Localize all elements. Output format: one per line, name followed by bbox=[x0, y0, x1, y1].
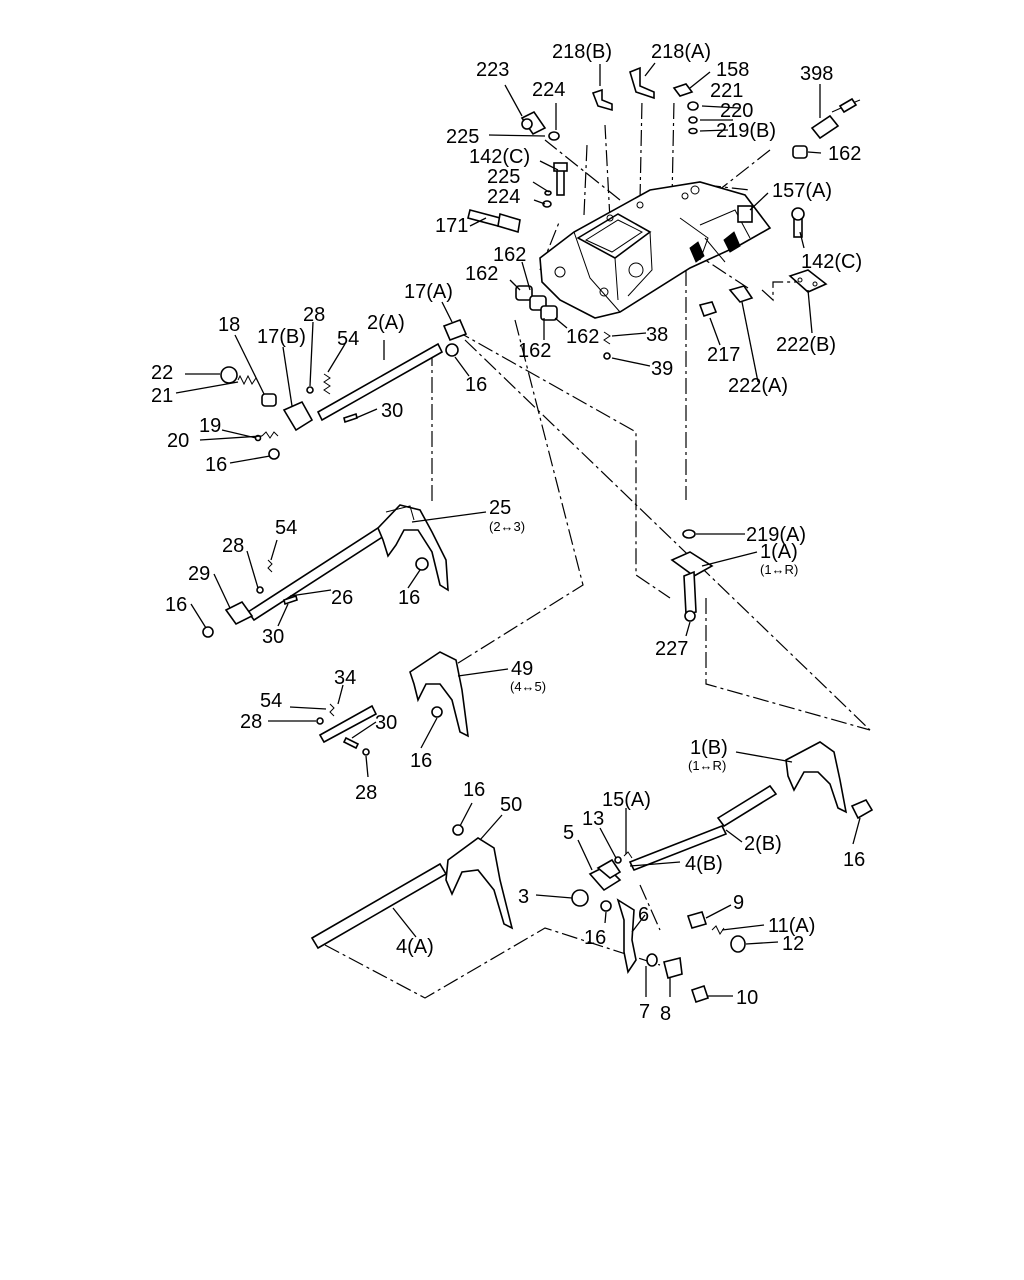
callout-38: 38 bbox=[646, 324, 668, 346]
shift-rail-4b bbox=[628, 824, 728, 872]
interlock-group bbox=[571, 851, 746, 1004]
callout-19: 19 bbox=[199, 415, 221, 437]
callout-6: 6 bbox=[638, 904, 649, 926]
callout-1b-sub: (1↔R) bbox=[688, 758, 726, 773]
shift-rail-2a-group bbox=[220, 318, 468, 460]
callout-34: 34 bbox=[334, 667, 356, 689]
callout-162-b: 162 bbox=[465, 263, 498, 285]
callout-25-sub: (2↔3) bbox=[489, 519, 525, 534]
callout-22: 22 bbox=[151, 362, 173, 384]
shift-fork-50-group bbox=[310, 824, 514, 950]
callout-220: 220 bbox=[720, 100, 753, 122]
callout-7: 7 bbox=[639, 1001, 650, 1023]
callout-13: 13 bbox=[582, 808, 604, 830]
callout-16-fork1b: 16 bbox=[843, 849, 865, 871]
callout-221: 221 bbox=[710, 80, 743, 102]
callout-1a: 1(A) bbox=[760, 541, 798, 563]
shift-fork-49-group bbox=[316, 651, 469, 756]
callout-4b: 4(B) bbox=[685, 853, 723, 875]
callout-225-top: 225 bbox=[446, 126, 479, 148]
callout-142c-right: 142(C) bbox=[801, 251, 862, 273]
callout-162-top: 162 bbox=[828, 143, 861, 165]
callout-20: 20 bbox=[167, 430, 189, 452]
callout-162-c: 162 bbox=[518, 340, 551, 362]
callout-17a: 17(A) bbox=[404, 281, 453, 303]
callout-16-left: 16 bbox=[205, 454, 227, 476]
callout-16-fork25: 16 bbox=[398, 587, 420, 609]
callout-217: 217 bbox=[707, 344, 740, 366]
callout-224-mid: 224 bbox=[487, 186, 520, 208]
callout-16-fork49: 16 bbox=[410, 750, 432, 772]
callout-29: 29 bbox=[188, 563, 210, 585]
callout-16-top: 16 bbox=[465, 374, 487, 396]
callout-218a: 218(A) bbox=[651, 41, 711, 63]
callout-9: 9 bbox=[733, 892, 744, 914]
callout-2b: 2(B) bbox=[744, 833, 782, 855]
callout-5: 5 bbox=[563, 822, 574, 844]
callout-8: 8 bbox=[660, 1003, 671, 1025]
callout-18: 18 bbox=[218, 314, 240, 336]
callout-16-fork50: 16 bbox=[463, 779, 485, 801]
callout-54-top: 54 bbox=[337, 328, 359, 350]
callout-28-bottom: 28 bbox=[355, 782, 377, 804]
callout-224-top: 224 bbox=[532, 79, 565, 101]
shift-fork-1b-group bbox=[716, 741, 874, 828]
callout-4a: 4(A) bbox=[396, 936, 434, 958]
callout-49-sub: (4↔5) bbox=[510, 679, 546, 694]
callout-28-top: 28 bbox=[303, 304, 325, 326]
callout-1b: 1(B) bbox=[690, 737, 728, 759]
callout-219a: 219(A) bbox=[746, 524, 806, 546]
callout-12: 12 bbox=[782, 933, 804, 955]
callout-162-d: 162 bbox=[566, 326, 599, 348]
callout-222b: 222(B) bbox=[776, 334, 836, 356]
leader-lines bbox=[175, 62, 861, 997]
callout-30-top: 30 bbox=[381, 400, 403, 422]
shift-fork-25-group bbox=[202, 504, 449, 638]
alignment-lines bbox=[324, 99, 871, 999]
shift-cover-housing bbox=[539, 181, 772, 319]
callout-222a: 222(A) bbox=[728, 375, 788, 397]
callout-25: 25 bbox=[489, 497, 511, 519]
callout-54-mid: 54 bbox=[275, 517, 297, 539]
callout-218b: 218(B) bbox=[552, 41, 612, 63]
callout-54-low: 54 bbox=[260, 690, 282, 712]
callout-49: 49 bbox=[511, 658, 533, 680]
callout-2a: 2(A) bbox=[367, 312, 405, 334]
callout-labels: 218(B) 218(A) 158 221 220 219(B) 398 162… bbox=[151, 41, 865, 1025]
callout-30-mid: 30 bbox=[262, 626, 284, 648]
callout-158: 158 bbox=[716, 59, 749, 81]
callout-227: 227 bbox=[655, 638, 688, 660]
callout-50: 50 bbox=[500, 794, 522, 816]
callout-17b: 17(B) bbox=[257, 326, 306, 348]
callout-11a: 11(A) bbox=[768, 915, 815, 937]
callout-28-mid: 28 bbox=[222, 535, 244, 557]
callout-26: 26 bbox=[331, 587, 353, 609]
callout-10: 10 bbox=[736, 987, 758, 1009]
selector-lever-1a bbox=[670, 551, 714, 622]
callout-39: 39 bbox=[651, 358, 673, 380]
callout-157a: 157(A) bbox=[772, 180, 832, 202]
callout-225-mid: 225 bbox=[487, 166, 520, 188]
callout-16-interlock: 16 bbox=[584, 927, 606, 949]
cover-hardware bbox=[467, 66, 861, 539]
callout-16-fork25-left: 16 bbox=[165, 594, 187, 616]
callout-3: 3 bbox=[518, 886, 529, 908]
callout-15a: 15(A) bbox=[602, 789, 651, 811]
callout-223: 223 bbox=[476, 59, 509, 81]
callout-28-low: 28 bbox=[240, 711, 262, 733]
callout-219b: 219(B) bbox=[716, 120, 776, 142]
callout-21: 21 bbox=[151, 385, 173, 407]
callout-30-low: 30 bbox=[375, 712, 397, 734]
callout-142c-left: 142(C) bbox=[469, 146, 530, 168]
callout-1a-sub: (1↔R) bbox=[760, 562, 798, 577]
callout-398: 398 bbox=[800, 63, 833, 85]
callout-171: 171 bbox=[435, 215, 468, 237]
callout-162-a: 162 bbox=[493, 244, 526, 266]
